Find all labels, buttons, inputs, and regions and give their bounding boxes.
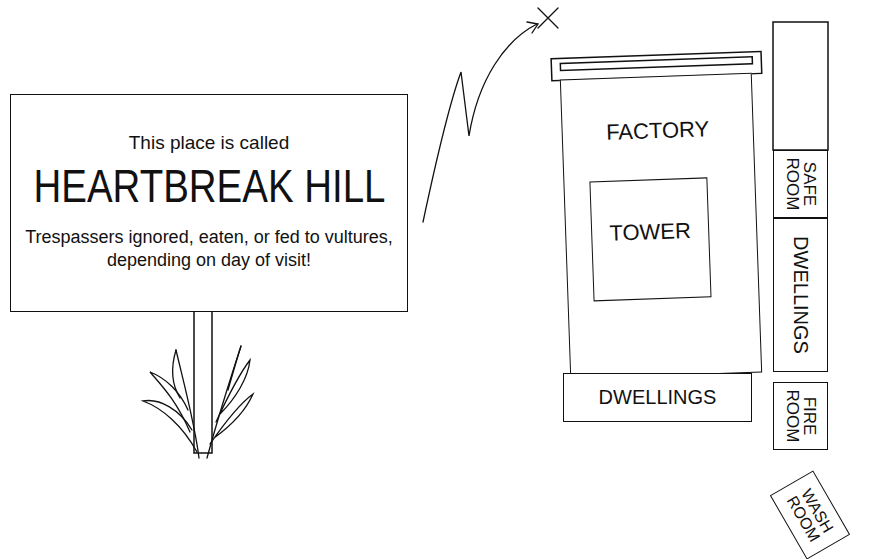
building-label: DWELLINGS [599, 387, 717, 408]
building-label: FIRE ROOM [783, 386, 818, 446]
dwellings-building: DWELLINGS [563, 373, 752, 422]
weed-leaf [228, 346, 241, 390]
room-building: FIRE ROOM [773, 382, 828, 450]
tower-building: TOWER [589, 177, 711, 301]
weed-leaf [143, 401, 197, 452]
warning-sign: This place is calledHEARTBREAK HILL Tresp… [10, 94, 408, 312]
building-label: FACTORY [606, 117, 710, 144]
roof-inner-strip [560, 57, 752, 71]
weed-leaf [150, 372, 190, 432]
weed-stalk [176, 350, 199, 458]
building-label: SAFE ROOM [783, 154, 818, 214]
weed-leaf [173, 350, 180, 398]
sign-warning: Trespassers ignored, eaten, or fed to vu… [23, 226, 395, 273]
building-label: WASH ROOM [781, 480, 840, 550]
room-building: WASH ROOM [770, 470, 850, 559]
route-line [423, 24, 537, 222]
x-mark [538, 8, 558, 28]
factory-building: TOWER FACTORY [560, 73, 762, 380]
weeds [143, 346, 253, 458]
building-label: TOWER [609, 219, 691, 245]
sign-intro: This place is called [129, 133, 290, 153]
room-building: SAFE ROOM [773, 150, 828, 218]
route-arrowhead [527, 22, 538, 33]
place-name: HEARTBREAK HILL [33, 161, 385, 212]
sign-post [194, 311, 212, 453]
weed-leaf [216, 360, 250, 422]
building-label: DWELLINGS [790, 222, 810, 368]
route-marker [423, 8, 558, 222]
empty-building [773, 22, 828, 150]
dwellings-building: DWELLINGS [773, 218, 828, 372]
